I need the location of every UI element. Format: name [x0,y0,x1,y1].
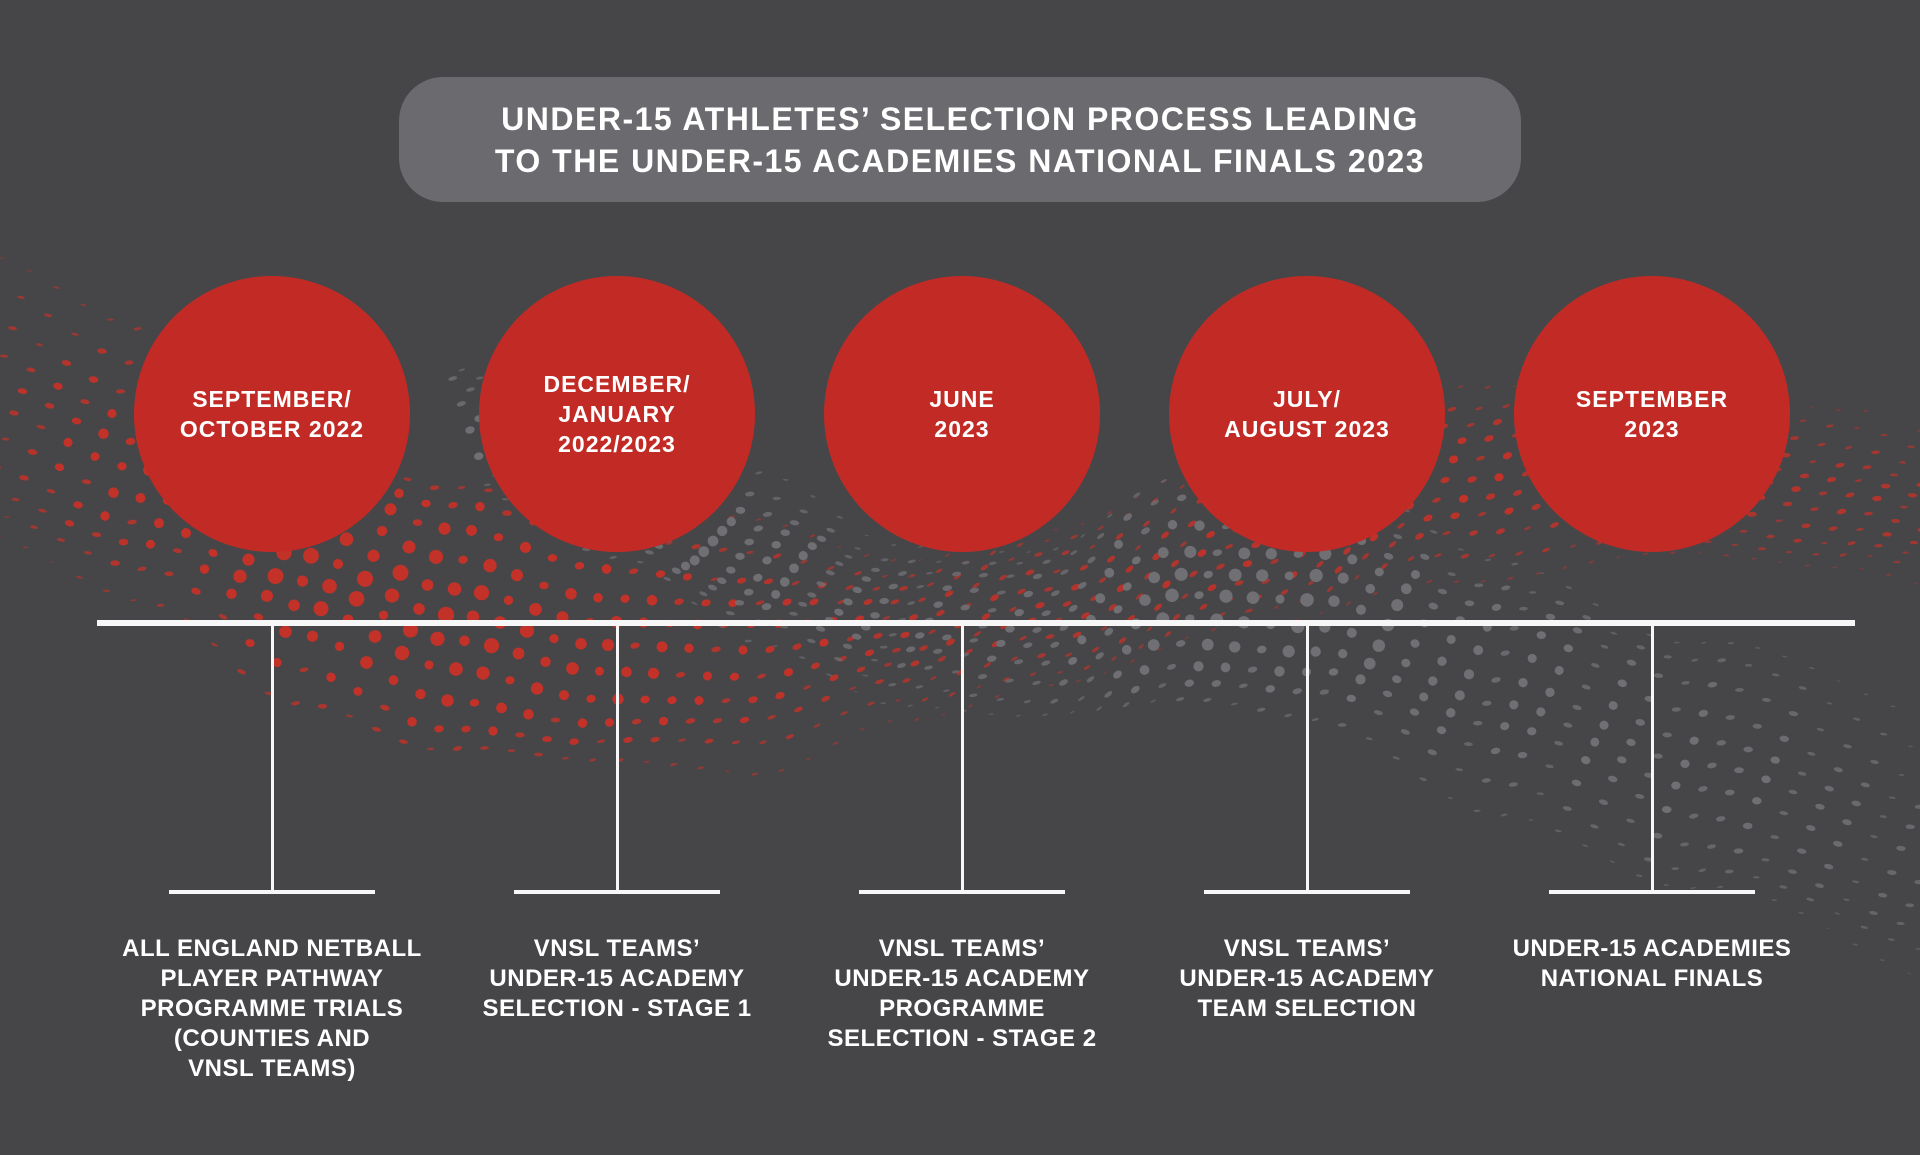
milestone-date-5: SEPTEMBER 2023 [1575,386,1729,442]
milestone-date-4: JULY/ AUGUST 2023 [1224,386,1390,442]
title-banner: UNDER-15 ATHLETES’ SELECTION PROCESS LEA… [399,77,1521,202]
milestone-circle-3: JUNE 2023 [824,276,1100,552]
milestone-stage-label-5: UNDER-15 ACADEMIES NATIONAL FINALS [1512,935,1792,992]
milestone-date-1: SEPTEMBER/ OCTOBER 2022 [179,386,365,442]
page-title: UNDER-15 ATHLETES’ SELECTION PROCESS LEA… [494,100,1426,179]
timeline-foot-3 [859,890,1065,894]
milestone-stage-label-4: VNSL TEAMS’ UNDER-15 ACADEMY TEAM SELECT… [1179,935,1435,1022]
timeline-tick-3 [960,626,964,891]
milestone-circle-5: SEPTEMBER 2023 [1514,276,1790,552]
timeline-tick-1 [270,626,274,891]
milestone-circle-1: SEPTEMBER/ OCTOBER 2022 [134,276,410,552]
milestone-stage-label-3: VNSL TEAMS’ UNDER-15 ACADEMY PROGRAMME S… [827,935,1097,1052]
milestone-circle-2: DECEMBER/ JANUARY 2022/2023 [479,276,755,552]
timeline-foot-2 [514,890,720,894]
milestone-date-2: DECEMBER/ JANUARY 2022/2023 [543,371,691,457]
timeline-foot-4 [1204,890,1410,894]
timeline-tick-2 [615,626,619,891]
timeline-axis [97,620,1855,626]
timeline-foot-1 [169,890,375,894]
milestone-stage-label-1: ALL ENGLAND NETBALL PLAYER PATHWAY PROGR… [122,935,422,1082]
timeline-tick-5 [1650,626,1654,891]
timeline-foot-5 [1549,890,1755,894]
timeline-tick-4 [1305,626,1309,891]
milestone-stage-label-2: VNSL TEAMS’ UNDER-15 ACADEMY SELECTION -… [482,935,752,1022]
milestone-circle-4: JULY/ AUGUST 2023 [1169,276,1445,552]
milestone-date-3: JUNE 2023 [929,386,995,442]
